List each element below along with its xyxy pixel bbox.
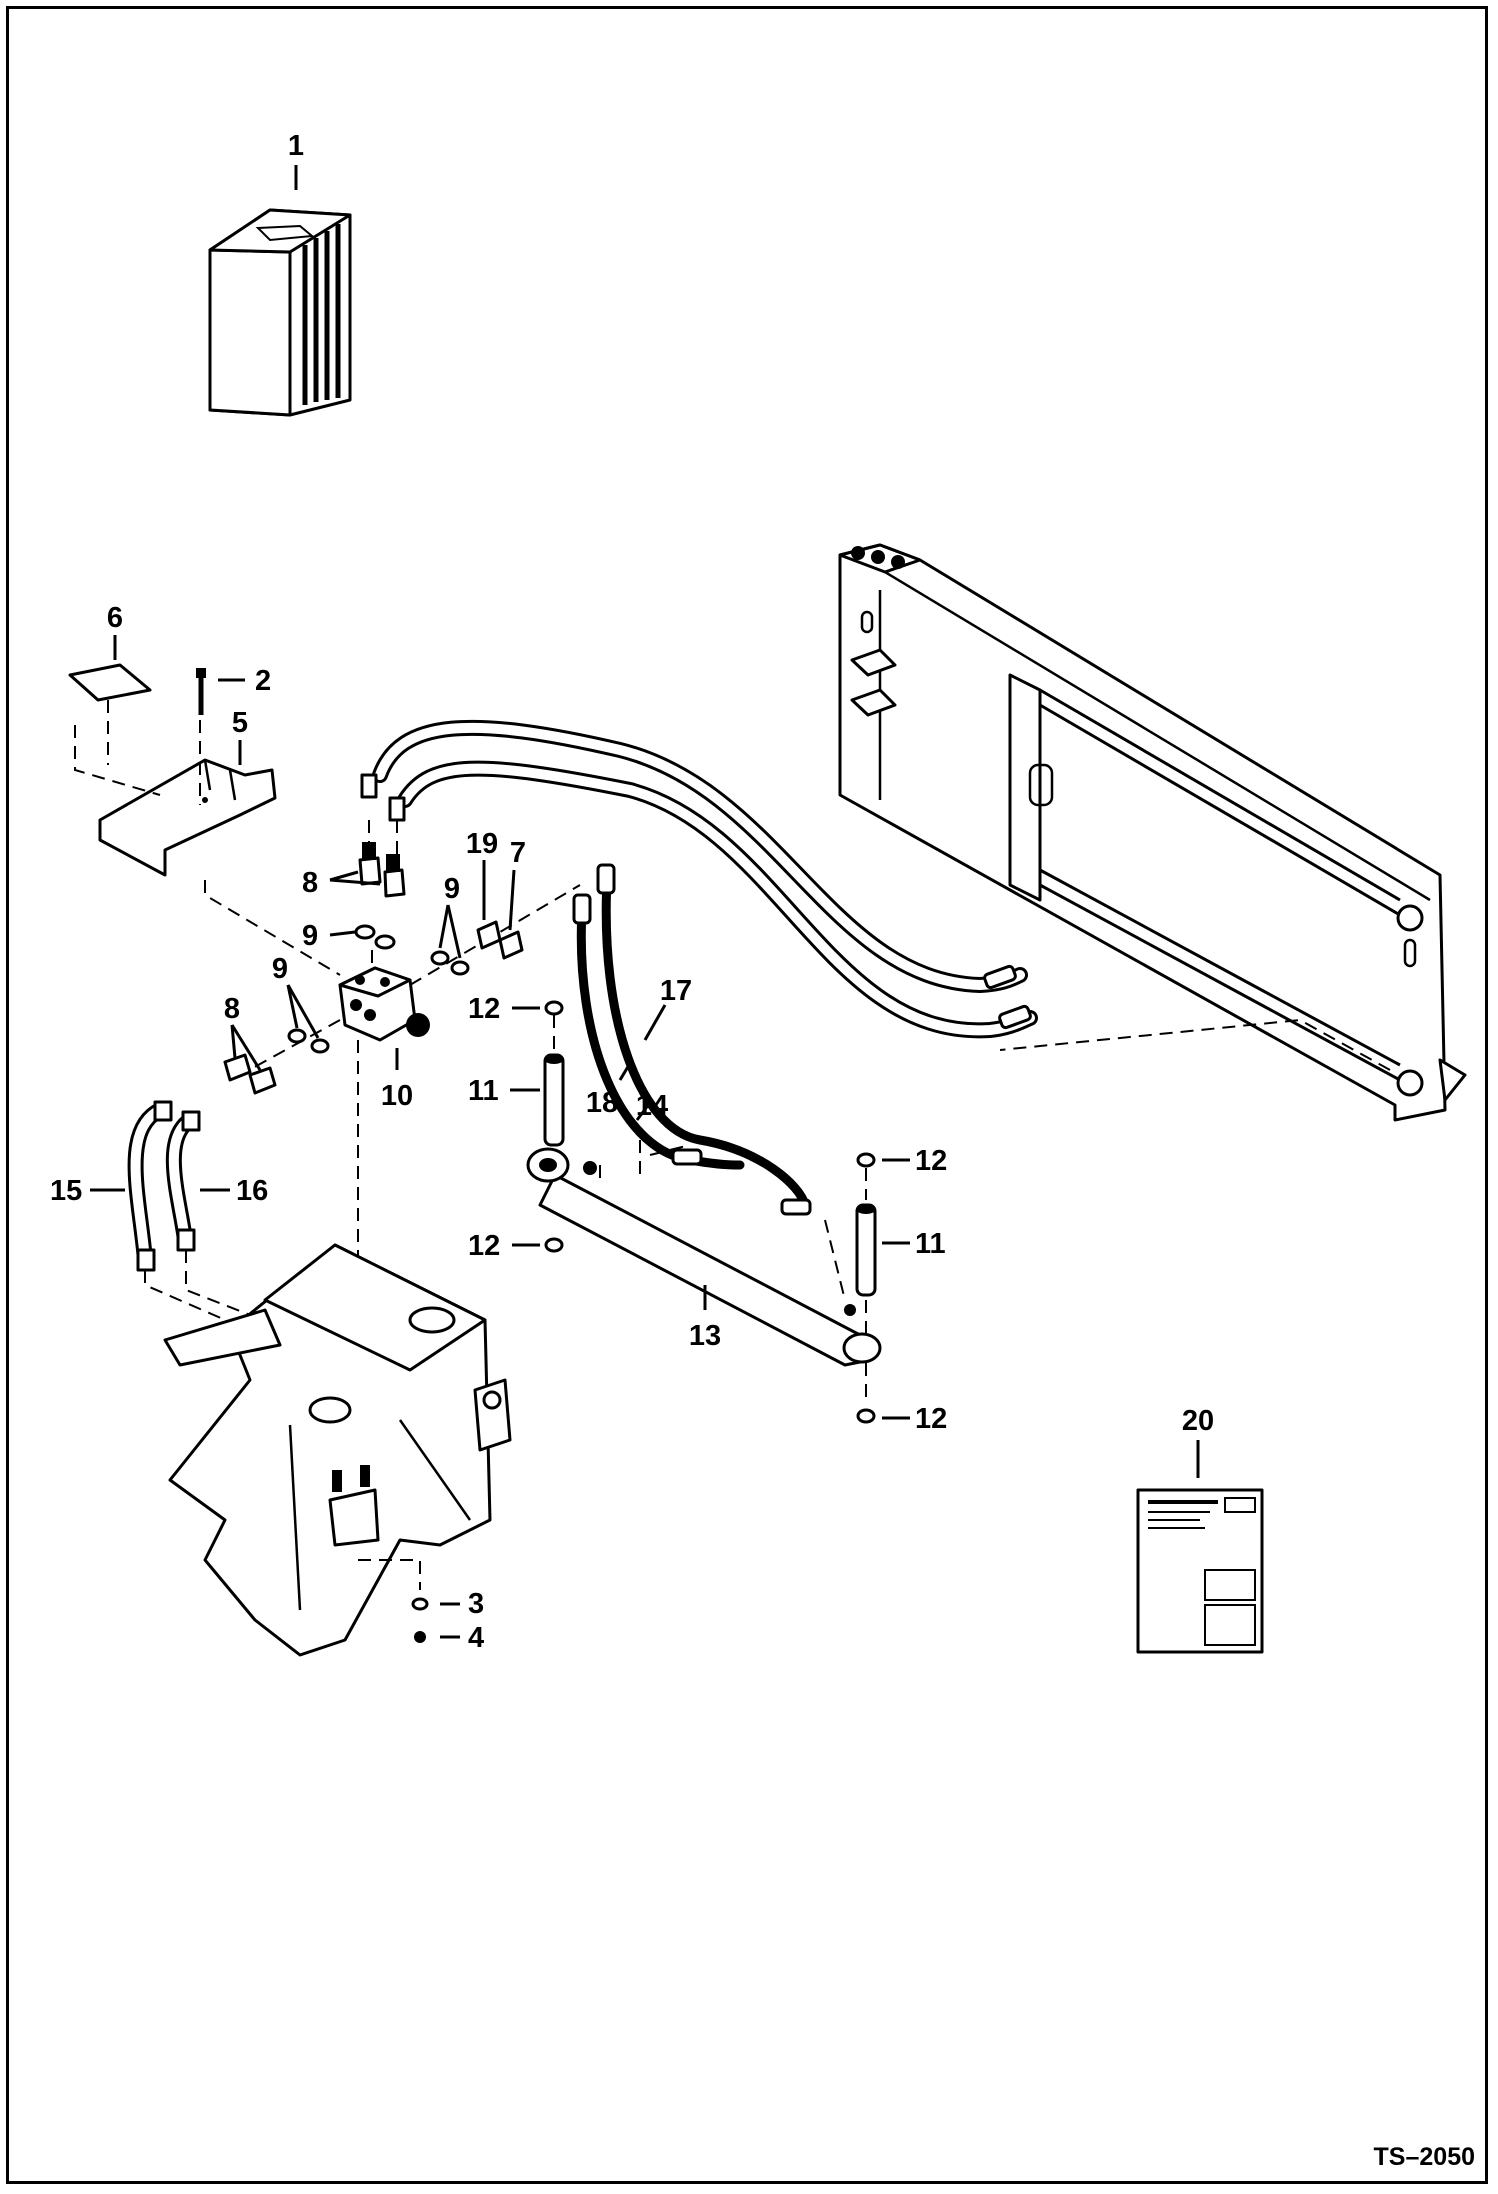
parts-15-16-tubes (127, 1100, 201, 1272)
part-6-decal (68, 663, 152, 702)
callout-labels: 1 2 3 4 5 6 7 8 8 9 9 9 10 11 11 12 12 1… (50, 130, 1214, 1654)
callout-17: 17 (660, 975, 692, 1007)
part-9-oring (354, 924, 376, 940)
callout-8-lower: 8 (224, 993, 240, 1025)
mount-frame (838, 543, 1467, 1122)
part-10-valve-block (338, 966, 430, 1042)
callout-7: 7 (510, 837, 526, 869)
leader-lines (90, 165, 1200, 1639)
callout-12-d: 12 (915, 1403, 947, 1435)
callout-11-right: 11 (915, 1228, 946, 1260)
page-border (6, 6, 1488, 2184)
part-13-cylinder (526, 1147, 882, 1367)
callout-1: 1 (288, 130, 304, 162)
callout-16: 16 (236, 1175, 268, 1207)
callout-12-b: 12 (468, 1230, 500, 1262)
callout-12-c: 12 (915, 1145, 947, 1177)
callout-18: 18 (586, 1087, 618, 1119)
callout-10: 10 (381, 1080, 413, 1112)
callout-14: 14 (636, 1090, 668, 1122)
part-4-nut (414, 1631, 426, 1643)
callout-11-left: 11 (468, 1075, 499, 1107)
callout-12-a: 12 (468, 993, 500, 1025)
lower-mount-bracket (163, 1243, 512, 1657)
part-8-fittings-lower (223, 1053, 277, 1095)
part-1-manual-box (208, 208, 352, 417)
callout-20: 20 (1182, 1405, 1214, 1437)
hoses-17-18 (572, 863, 812, 1216)
part-5-cover-plate (98, 758, 277, 877)
callout-9-top: 9 (302, 920, 318, 952)
part-11-pin-right (855, 1203, 877, 1297)
callout-15: 15 (50, 1175, 82, 1207)
part-20-instruction-card (1136, 1488, 1264, 1654)
long-hoses (360, 719, 1038, 1039)
part-19-7-fittings (476, 920, 524, 960)
callout-13: 13 (689, 1320, 721, 1352)
callout-3: 3 (468, 1588, 484, 1620)
callout-4: 4 (468, 1622, 484, 1654)
drawing-reference-code: TS–2050 (1374, 2143, 1475, 2171)
callout-6: 6 (107, 602, 123, 634)
callout-2: 2 (255, 665, 271, 697)
part-11-pin-left (543, 1053, 565, 1147)
callout-9-left: 9 (272, 953, 288, 985)
part-3-washer (411, 1597, 429, 1611)
part-2-bolt (196, 668, 206, 715)
part-8-fittings-top (358, 842, 406, 898)
callout-8-top: 8 (302, 867, 318, 899)
callout-5: 5 (232, 707, 248, 739)
callout-9-right: 9 (444, 873, 460, 905)
callout-19: 19 (466, 828, 498, 860)
